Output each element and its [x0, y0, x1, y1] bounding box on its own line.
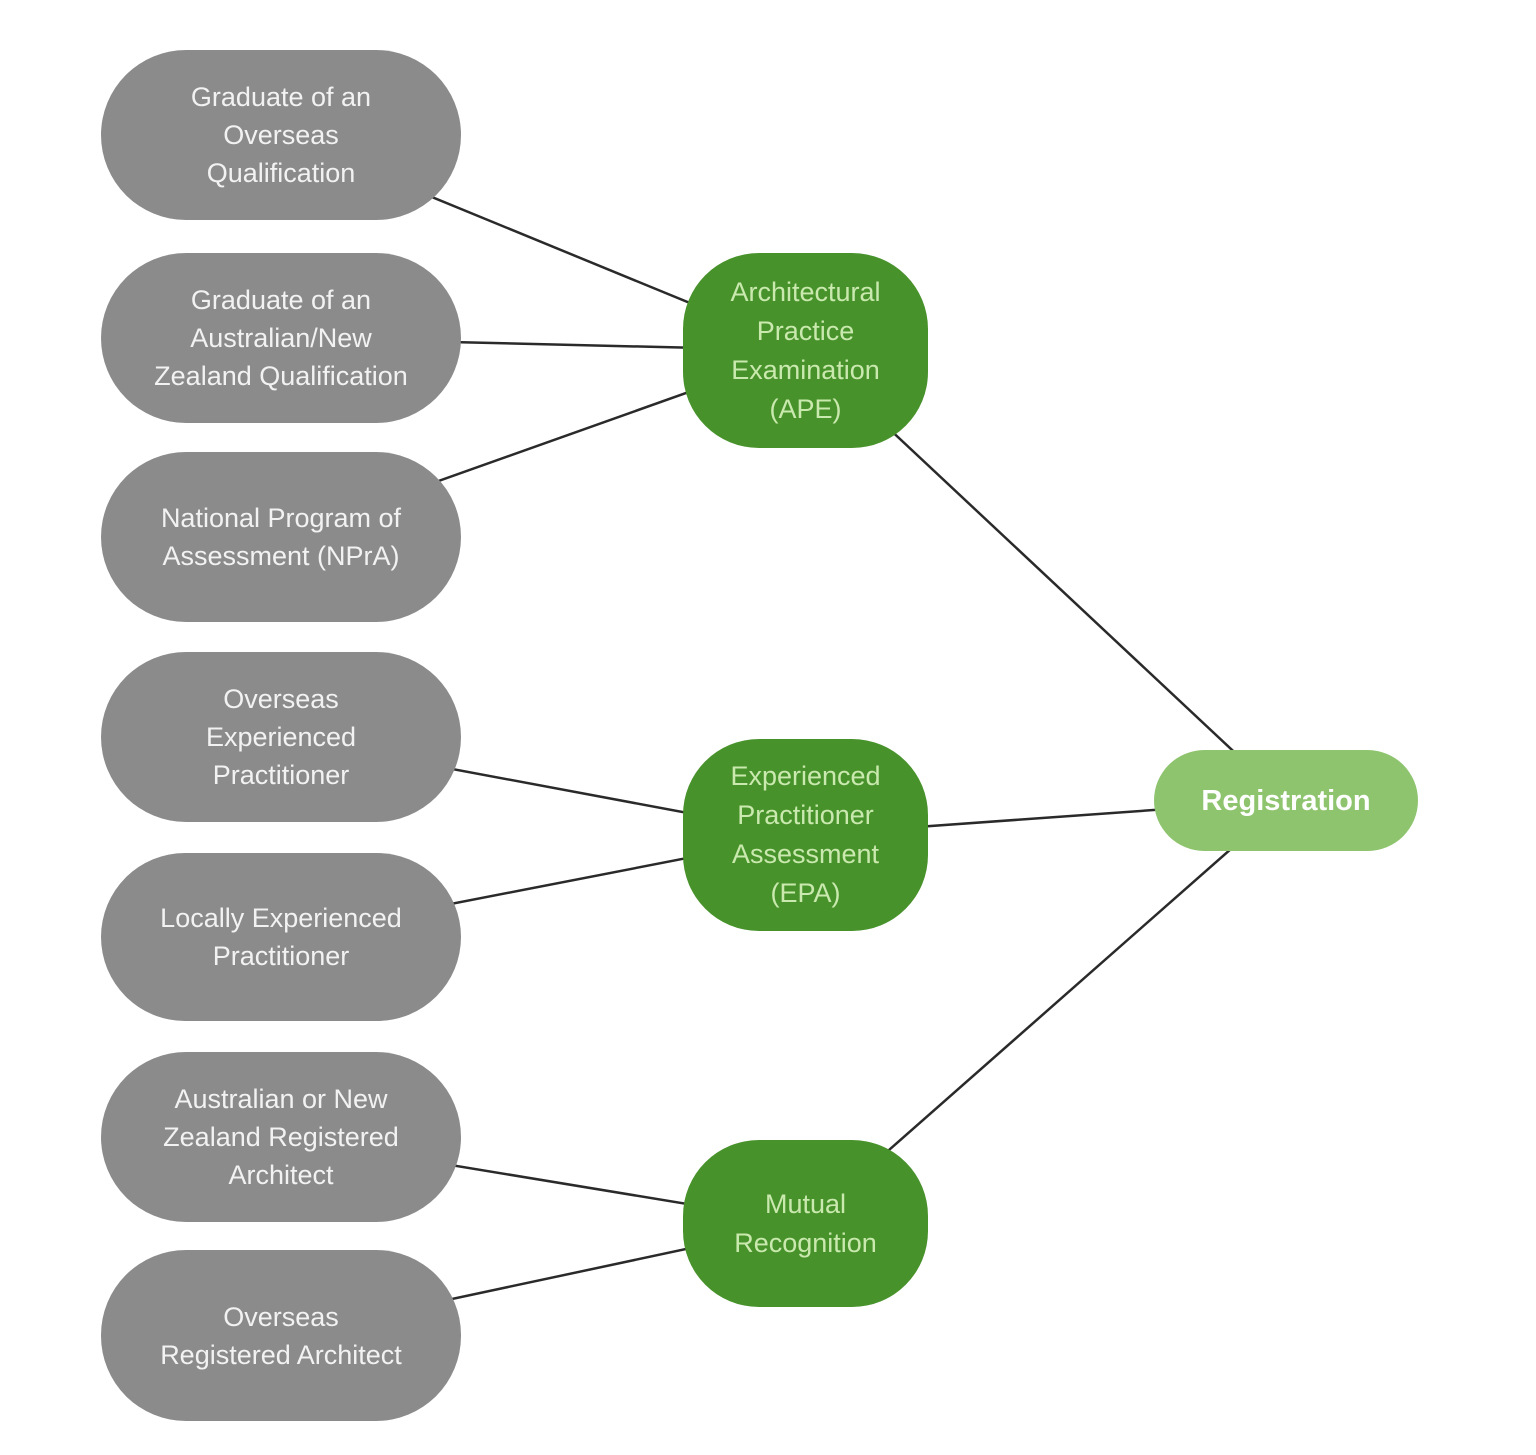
node-graduate-anz-qualification: Graduate of an Australian/New Zealand Qu… — [101, 253, 461, 423]
node-graduate-overseas-qualification: Graduate of an Overseas Qualification — [101, 50, 461, 220]
node-label: Locally Experienced Practitioner — [160, 903, 402, 971]
node-label: Overseas Registered Architect — [160, 1301, 402, 1370]
node-mutual-recognition: Mutual Recognition — [683, 1140, 928, 1307]
node-label: Overseas Experienced Practitioner — [205, 684, 357, 790]
node-registration: Registration — [1154, 750, 1418, 851]
node-overseas-experienced-practitioner: Overseas Experienced Practitioner — [101, 652, 461, 822]
node-label: Architectural Practice Examination (APE) — [730, 276, 881, 424]
node-label: Graduate of an Australian/New Zealand Qu… — [154, 285, 408, 391]
node-overseas-registered-architect: Overseas Registered Architect — [101, 1250, 461, 1421]
node-label: Australian or New Zealand Registered Arc… — [163, 1084, 399, 1190]
node-label: Experienced Practitioner Assessment (EPA… — [730, 761, 881, 908]
node-label: National Program of Assessment (NPrA) — [160, 503, 402, 571]
node-npra: National Program of Assessment (NPrA) — [101, 452, 461, 622]
node-label: Mutual Recognition — [734, 1188, 877, 1258]
node-experienced-practitioner-assessment: Experienced Practitioner Assessment (EPA… — [683, 739, 928, 931]
node-locally-experienced-practitioner: Locally Experienced Practitioner — [101, 853, 461, 1021]
node-label: Graduate of an Overseas Qualification — [190, 82, 372, 188]
node-label: Registration — [1201, 784, 1371, 817]
node-architectural-practice-examination: Architectural Practice Examination (APE) — [683, 253, 928, 448]
node-anz-registered-architect: Australian or New Zealand Registered Arc… — [101, 1052, 461, 1222]
